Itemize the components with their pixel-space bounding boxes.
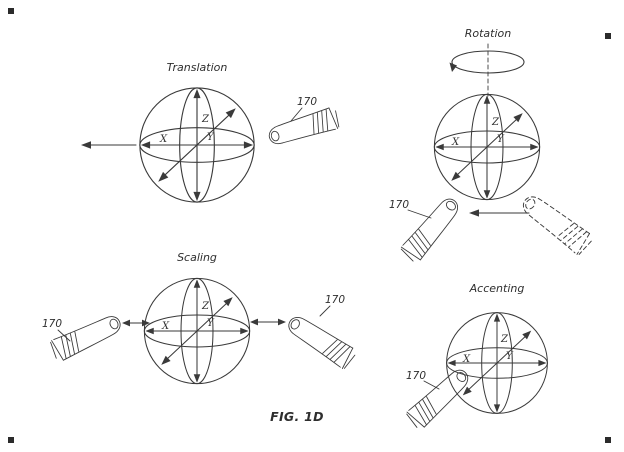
sphere-diagram xyxy=(143,277,251,385)
sphere-diagram xyxy=(433,93,541,201)
axis-label-x: X xyxy=(451,137,460,148)
registration-mark xyxy=(605,33,611,39)
axis-label-z: Z xyxy=(500,334,509,345)
figure-caption: FIG. 1D xyxy=(270,409,324,424)
panel-title-rotation: Rotation xyxy=(465,27,512,40)
ref-numeral-170: 170 xyxy=(42,318,62,330)
axis-label-y: Y xyxy=(207,132,215,143)
panel-title-accenting: Accenting xyxy=(469,282,525,295)
registration-mark xyxy=(8,437,14,443)
axis-label-x: X xyxy=(159,134,168,145)
ref-leader-line xyxy=(319,305,331,317)
sphere-diagram xyxy=(446,312,548,414)
axis-label-z: Z xyxy=(491,117,500,128)
swipe-direction-arrow xyxy=(469,209,530,217)
registration-mark xyxy=(605,437,611,443)
axis-label-z: Z xyxy=(201,114,210,125)
panel-rotation: Rotation Z Y X 170 xyxy=(389,27,595,265)
scale-arrow-right xyxy=(250,318,286,326)
axis-label-y: Y xyxy=(506,351,514,362)
sphere-diagram xyxy=(139,87,255,203)
finger-outline-dashed-icon xyxy=(517,190,595,257)
axis-label-x: X xyxy=(161,321,170,332)
axis-label-y: Y xyxy=(497,134,505,145)
axis-label-z: Z xyxy=(201,301,210,312)
ref-numeral-170: 170 xyxy=(389,199,409,211)
axis-label-y: Y xyxy=(207,318,215,329)
rotation-arrow xyxy=(449,43,525,97)
panel-translation: Translation Z Y X 170 xyxy=(81,61,342,203)
finger-icon xyxy=(265,105,342,149)
translation-direction-arrow xyxy=(81,141,137,149)
panel-scaling: Scaling Z Y X 170 170 xyxy=(42,251,358,385)
scale-arrow-left xyxy=(122,319,150,327)
registration-mark xyxy=(8,8,14,14)
panel-accenting: Accenting Z Y X 170 xyxy=(404,282,548,432)
axis-label-x: X xyxy=(462,354,471,365)
ref-numeral-170: 170 xyxy=(406,370,426,382)
panel-title-scaling: Scaling xyxy=(177,251,217,264)
panel-title-translation: Translation xyxy=(167,61,228,74)
finger-icon xyxy=(283,311,358,371)
ref-leader-line xyxy=(57,329,71,342)
ref-leader-line xyxy=(290,107,303,122)
ref-leader-line xyxy=(407,209,432,219)
ref-leader-line xyxy=(423,380,440,390)
ref-numeral-170: 170 xyxy=(297,96,317,108)
ref-numeral-170: 170 xyxy=(325,294,345,306)
